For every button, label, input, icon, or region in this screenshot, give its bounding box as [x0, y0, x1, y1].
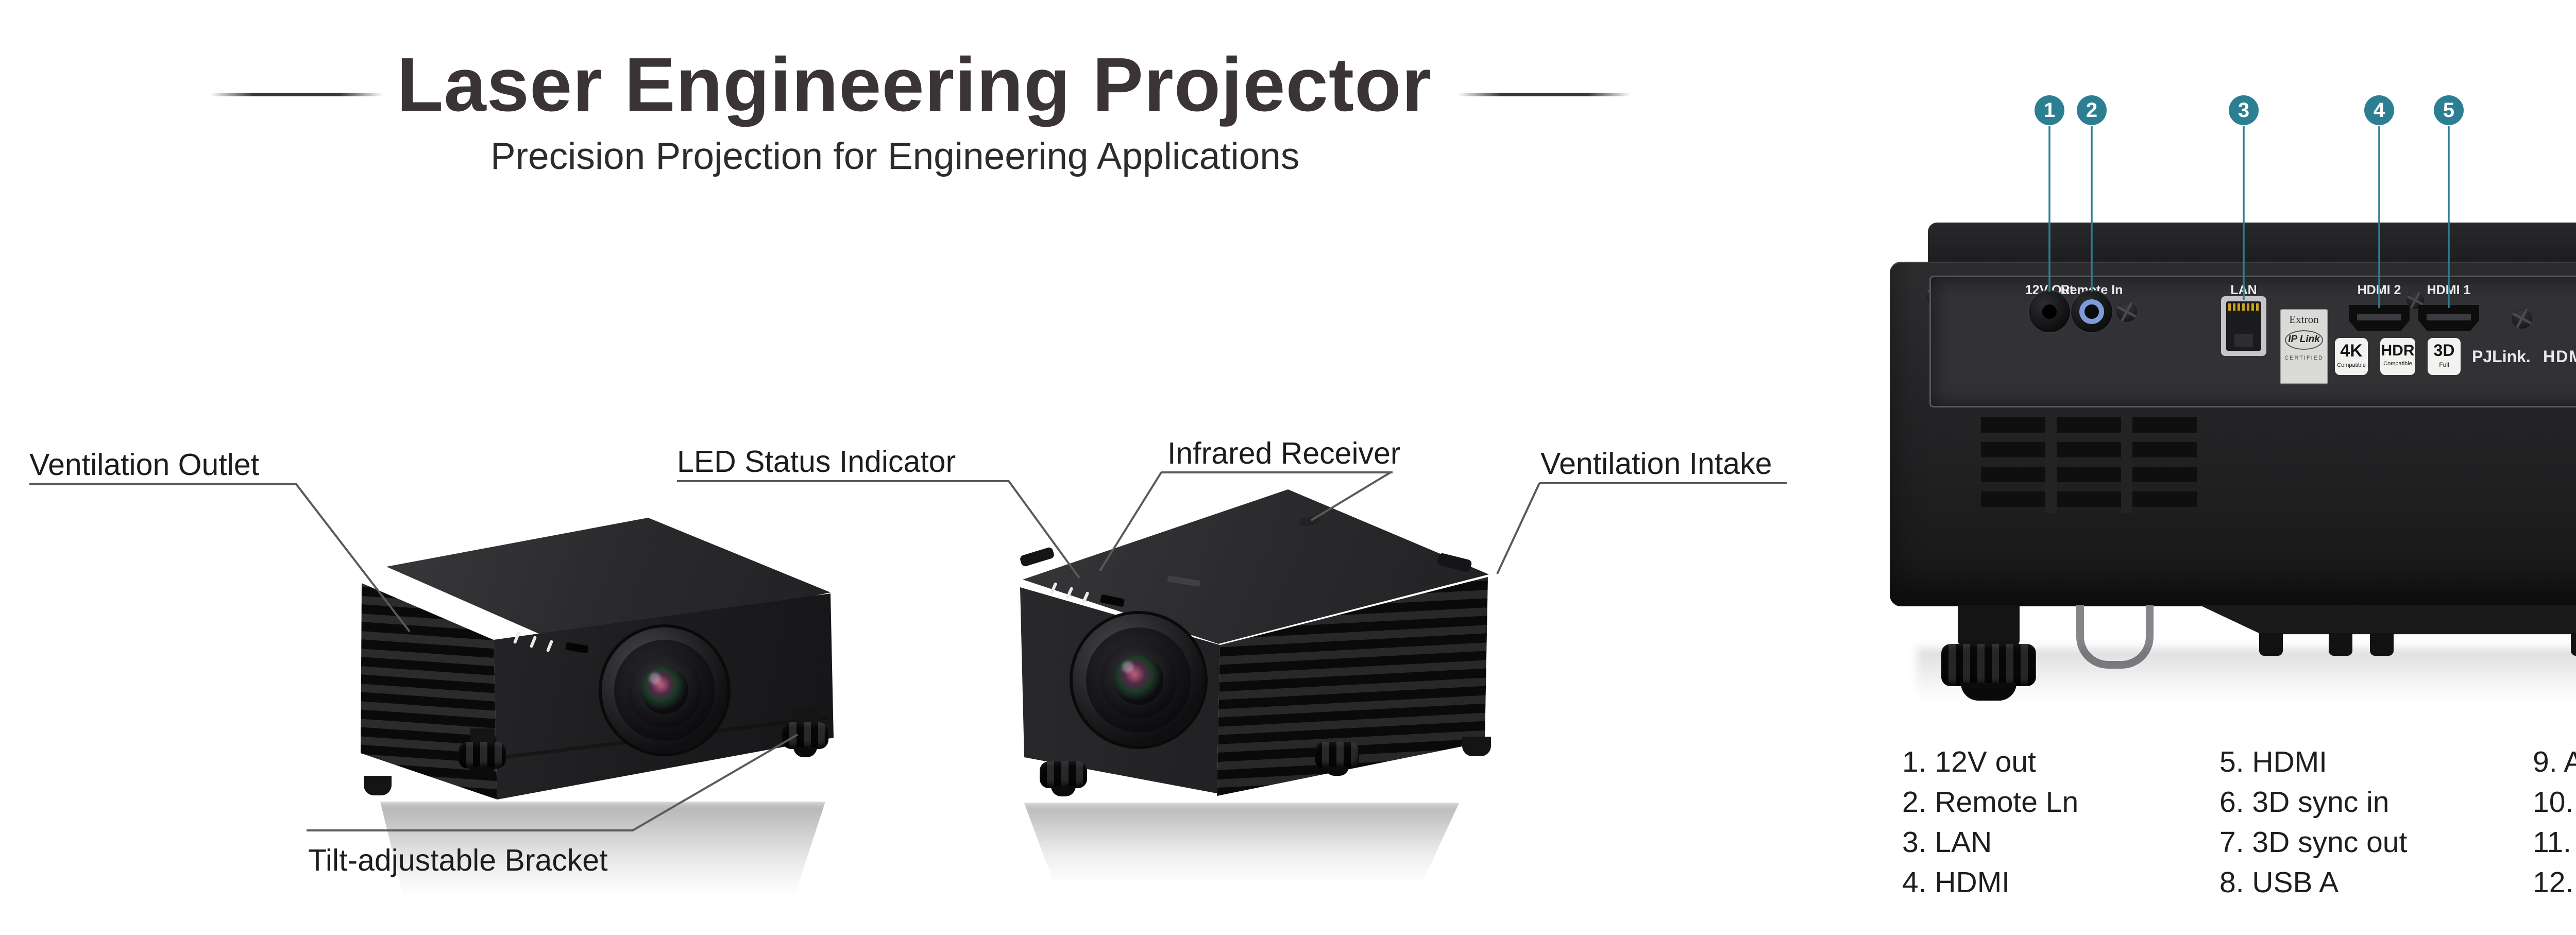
- panel-foot-left-knob: [1941, 644, 2036, 686]
- legend-item: 5. HDMI: [2219, 745, 2328, 778]
- panel-bottom-tab: [2571, 633, 2576, 656]
- badge-4k-text: 4K: [2340, 341, 2363, 361]
- lens-glass: [1114, 655, 1163, 705]
- projector-foot-rear: [364, 776, 392, 795]
- page-title: Laser Engineering Projector: [397, 42, 1432, 127]
- lens-glass: [641, 667, 688, 714]
- panel-vent-grid: [1981, 417, 2197, 513]
- projector-right-image: [984, 484, 1499, 917]
- projector-left-image: [361, 515, 845, 927]
- legend-column-1: 1. 12V out 2. Remote Ln 3. LAN 4. HDMI: [1902, 742, 2078, 903]
- projector-foot-tip: [470, 767, 495, 777]
- callout-1: 1: [2035, 95, 2064, 125]
- label-led-status: LED Status Indicator: [677, 445, 956, 479]
- callout-3: 3: [2229, 95, 2259, 125]
- legend-item: 1. 12V out: [1902, 745, 2036, 778]
- lens-glint: [1122, 661, 1133, 673]
- badge-3d-sub: Full: [2439, 361, 2449, 368]
- panel-reflection: [1917, 648, 2576, 710]
- legend-item: 11. Keyboard Zone: [2533, 826, 2576, 859]
- projector-foot-rear: [1462, 737, 1491, 756]
- tilt-adjustable-foot-knob: [782, 722, 828, 749]
- projector-right-reflection: [1024, 803, 1460, 900]
- legend-item: 6. 3D sync in: [2219, 786, 2389, 819]
- label-ventilation-intake: Ventilation Intake: [1540, 447, 1772, 481]
- extron-text: Extron: [2289, 313, 2319, 326]
- hdmi-tongue: [2427, 314, 2471, 320]
- projector-foot-tip: [1325, 767, 1349, 776]
- legend-item: 8. USB A: [2219, 866, 2339, 899]
- label-ventilation-outlet: Ventilation Outlet: [29, 448, 260, 482]
- callout-4: 4: [2364, 95, 2394, 125]
- badge-hdr-sub: Compatible: [2383, 361, 2412, 367]
- legend-item: 7. 3D sync out: [2219, 826, 2408, 859]
- projector-foot-knob: [1315, 742, 1359, 769]
- panel-bottom-apron: [2200, 605, 2576, 635]
- extron-badge: Extron IP Link CERTIFIED: [2280, 309, 2328, 384]
- badge-pjlink: PJLink.: [2472, 347, 2531, 366]
- tilt-adjustable-foot-tip: [793, 747, 817, 757]
- hdmi-tongue: [2357, 314, 2401, 320]
- title-dash-left: [210, 93, 383, 96]
- legend-item: 10. RS232(9pin): [2533, 786, 2576, 819]
- badge-hdr-text: HDR: [2381, 342, 2415, 359]
- panel-bottom-tab: [2370, 633, 2394, 656]
- port-lan-latch: [2234, 334, 2253, 347]
- legend-column-3: 9. Audio out 10. RS232(9pin) 11. Keyboar…: [2533, 742, 2576, 903]
- legend-item: 9. Audio out: [2533, 745, 2576, 778]
- projector-foot-tip: [1051, 786, 1076, 796]
- iplink-text: IP Link: [2285, 330, 2323, 350]
- legend-item: 3. LAN: [1902, 826, 1992, 859]
- callout-2: 2: [2077, 95, 2107, 125]
- legend-item: 2. Remote Ln: [1902, 786, 2079, 819]
- badge-3d: 3D Full: [2428, 338, 2461, 375]
- projector-foot-knob: [1040, 761, 1087, 788]
- port-12v-hole: [2042, 304, 2057, 319]
- label-tilt-bracket: Tilt-adjustable Bracket: [308, 843, 608, 877]
- panel-bottom-tab: [2329, 633, 2352, 656]
- label-infrared-receiver: Infrared Receiver: [1167, 436, 1401, 470]
- port-lan-pins: [2228, 303, 2259, 311]
- panel-foot-left-stem: [1958, 605, 2020, 647]
- tilt-adjustable-foot: [792, 708, 818, 724]
- lens-glint: [649, 673, 660, 684]
- page-subtitle: Precision Projection for Engineering App…: [490, 135, 1300, 177]
- title-dash-right: [1458, 93, 1631, 96]
- projector-foot-knob: [459, 742, 506, 769]
- port-hdmi2: [2349, 305, 2410, 331]
- badge-3d-text: 3D: [2433, 341, 2455, 360]
- badge-4k: 4K Compatible: [2335, 338, 2368, 375]
- port-hdmi1: [2418, 305, 2479, 331]
- badge-4k-sub: Compatible: [2337, 362, 2366, 368]
- projector-left-reflection: [380, 802, 825, 915]
- callout-5: 5: [2434, 95, 2464, 125]
- certified-text: CERTIFIED: [2284, 355, 2324, 361]
- badge-hdmi-logo: HDMI: [2543, 347, 2576, 366]
- legend-item: 12. Power Switch/Outlet: [2533, 866, 2576, 899]
- legend-item: 4. HDMI: [1902, 866, 2010, 899]
- port-remote-ring: [2079, 299, 2104, 324]
- panel-bottom-tab: [2259, 633, 2283, 656]
- panel-foot-left-tip: [1961, 683, 2016, 701]
- badge-hdr: HDR Compatible: [2380, 338, 2415, 375]
- legend-column-2: 5. HDMI 6. 3D sync in 7. 3D sync out 8. …: [2219, 742, 2407, 903]
